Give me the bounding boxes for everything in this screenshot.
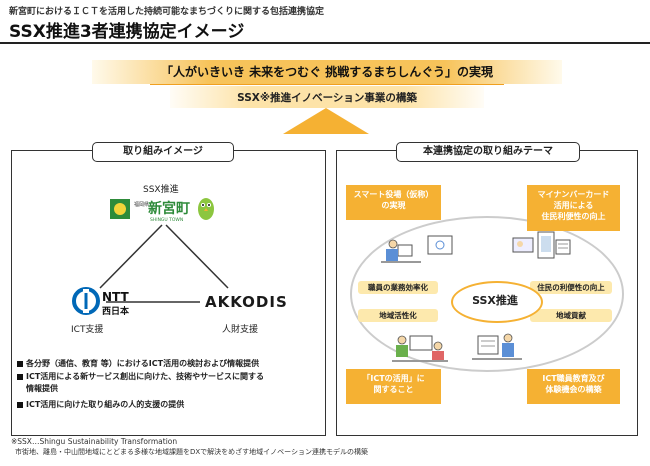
theme-box-ict-education: ICT職員教育及び体験機会の構築 <box>527 369 620 404</box>
page-title: SSX推進3者連携協定イメージ <box>9 22 245 42</box>
bullet-item-continued: 情報提供 <box>26 384 58 393</box>
left-panel <box>11 150 326 436</box>
ssx-center-label: SSX推進 <box>472 294 518 307</box>
shingu-name: 新宮町 <box>148 200 190 217</box>
banner-divider <box>150 84 504 85</box>
ntt-brand: NTT <box>102 290 130 304</box>
vision-banner <box>92 60 562 84</box>
tag-community-contribution: 地域貢献 <box>530 309 612 322</box>
theme-box-mynumber: マイナンバーカード活用による住民利便性の向上 <box>527 185 620 231</box>
tag-staff-efficiency: 職員の業務効率化 <box>358 281 438 294</box>
bullet-square-icon <box>17 361 23 367</box>
akkodis-logo: AKKODIS <box>205 292 293 316</box>
footnote-ssx: ※SSX…Shingu Sustainability Transformatio… <box>11 437 178 446</box>
tag-regional-revitalization: 地域活性化 <box>358 309 438 322</box>
up-arrow-icon <box>283 108 369 134</box>
ssx-center-ellipse <box>451 281 543 323</box>
bullet-item: ICT活用による新サービス創出に向けた、技術やサービスに関する <box>17 371 317 384</box>
right-panel-heading: 本連携協定の取り組みテーマ <box>396 142 580 162</box>
ict-learning-illustration <box>392 335 448 362</box>
theme-box-smart-office: スマート役場（仮称）の実現 <box>346 185 441 220</box>
footnote-description: 市街地、離島・中山間地域にとどまる多様な地域課題をDXで解決をめざす地域イノベー… <box>15 448 369 456</box>
title-divider <box>0 42 650 44</box>
training-illustration <box>472 333 522 360</box>
support-bullets: 各分野（通信、教育 等）におけるICT活用の検討および情報提供 ICT活用による… <box>17 358 317 411</box>
shingu-town-logo: 福岡県 新宮町 SHINGU TOWN <box>110 195 218 223</box>
theme-ellipse <box>350 216 624 372</box>
akkodis-wordmark: AKKODIS <box>205 293 288 311</box>
ict-support-label: ICT支援 <box>71 325 104 335</box>
ssx-label: SSX推進 <box>143 185 179 195</box>
shingu-roman: SHINGU TOWN <box>150 217 183 223</box>
left-panel-heading: 取り組みイメージ <box>92 142 234 162</box>
vision-text: 「人がいきいき 未来をつむぐ 挑戦するまちしんぐう」の実現 <box>160 65 494 79</box>
bullet-square-icon <box>17 401 23 408</box>
ntt-region: 西日本 <box>102 305 130 317</box>
hr-support-label: 人財支援 <box>222 325 259 335</box>
bullet-item: ICT活用に向けた取り組みの人的支援の提供 <box>17 399 317 412</box>
shingu-prefix: 福岡県 <box>134 201 149 208</box>
partnership-triangle <box>99 224 229 303</box>
ntt-west-logo: NTT 西日本 <box>72 287 136 323</box>
project-text: SSX※推進イノベーション事業の構築 <box>237 92 417 104</box>
office-worker-illustration <box>381 235 453 263</box>
mynumber-card-illustration <box>512 231 571 259</box>
page-subtitle: 新宮町におけるＩＣＴを活用した持続可能なまちづくりに関する包括連携協定 <box>9 7 325 17</box>
theme-box-ict-use: 「ICTの活用」に関すること <box>346 369 441 404</box>
project-banner <box>170 86 484 108</box>
tag-resident-convenience: 住民の利便性の向上 <box>530 281 612 294</box>
bullet-item: 各分野（通信、教育 等）におけるICT活用の検討および情報提供 <box>17 358 317 371</box>
bullet-square-icon <box>17 373 23 380</box>
